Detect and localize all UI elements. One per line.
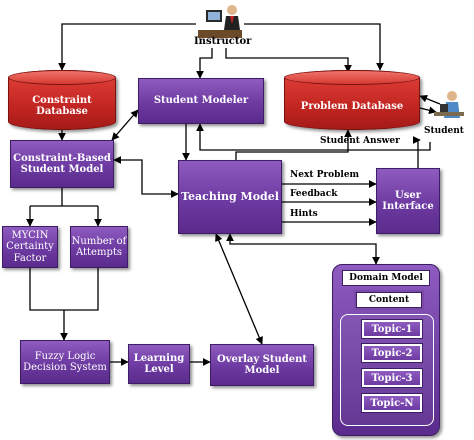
arrow-teaching-problem-db (235, 129, 352, 160)
teaching-model-label: Teaching Model (181, 189, 279, 203)
mycin-certainty-factor-label: MYCIN Certainty Factor (6, 230, 54, 264)
topic-3-box: Topic-3 (361, 368, 423, 388)
arrow-cbm-split (30, 188, 98, 207)
arrow-student-answer (196, 123, 431, 151)
student-answer-label: Student Answer (320, 136, 400, 146)
number-of-attempts-box: Number of Attempts (70, 226, 128, 268)
constraint-database: Constraint Database (8, 70, 116, 130)
user-interface-label: User Interface (382, 189, 434, 212)
learning-level-box: Learning Level (128, 344, 190, 384)
arrow-problem-db-student (419, 106, 437, 115)
arrow-ui-problem-db (412, 136, 421, 168)
problem-database: Problem Database (284, 70, 420, 130)
mycin-certainty-factor-box: MYCIN Certainty Factor (2, 226, 58, 268)
problem-database-label: Problem Database (300, 100, 404, 112)
arrow-overlay-teaching (215, 233, 263, 345)
constraint-database-label: Constraint Database (32, 95, 92, 117)
user-interface-box: User Interface (376, 168, 440, 234)
topic-n-box: Topic-N (361, 393, 423, 413)
student-modeler-label: Student Modeler (153, 95, 249, 107)
instructor-icon (198, 5, 242, 38)
arrow-merge-fuzzy (29, 268, 99, 340)
hints-label: Hints (290, 209, 318, 219)
fuzzy-logic-decision-system-label: Fuzzy Logic Decision System (23, 350, 107, 373)
arrow-instructor-constraint-db (58, 23, 196, 71)
instructor-label: Instructor (194, 36, 252, 47)
arrow-student-problem-db (419, 94, 441, 105)
constraint-based-student-model-box: Constraint-Based Student Model (10, 140, 114, 188)
number-of-attempts-label: Number of Attempts (71, 235, 127, 258)
student-label: Student (424, 126, 464, 136)
fuzzy-logic-decision-system-box: Fuzzy Logic Decision System (20, 340, 110, 384)
overlay-student-model-box: Overlay Student Model (210, 344, 314, 386)
topic-1-box: Topic-1 (361, 319, 423, 339)
arrow-cbm-teaching (113, 156, 179, 198)
arrow-teaching-domain (226, 233, 380, 265)
arrow-instructor-problem-db (244, 23, 384, 71)
domain-model-title: Domain Model (342, 270, 430, 286)
arrow-instructor-student-modeler (196, 48, 213, 79)
overlay-student-model-label: Overlay Student Model (216, 353, 308, 376)
constraint-based-student-model-label: Constraint-Based Student Model (13, 152, 111, 175)
learning-level-label: Learning Level (133, 352, 185, 375)
next-problem-label: Next Problem (290, 170, 360, 180)
teaching-model-box: Teaching Model (178, 160, 282, 234)
student-modeler-box: Student Modeler (138, 78, 264, 124)
arrow-modeler-cbm (111, 109, 139, 141)
topic-2-box: Topic-2 (361, 343, 423, 363)
feedback-label: Feedback (290, 189, 338, 199)
student-icon (434, 91, 464, 118)
arrow-instructor-problem-db-2 (225, 48, 352, 73)
content-box: Content (354, 290, 424, 310)
